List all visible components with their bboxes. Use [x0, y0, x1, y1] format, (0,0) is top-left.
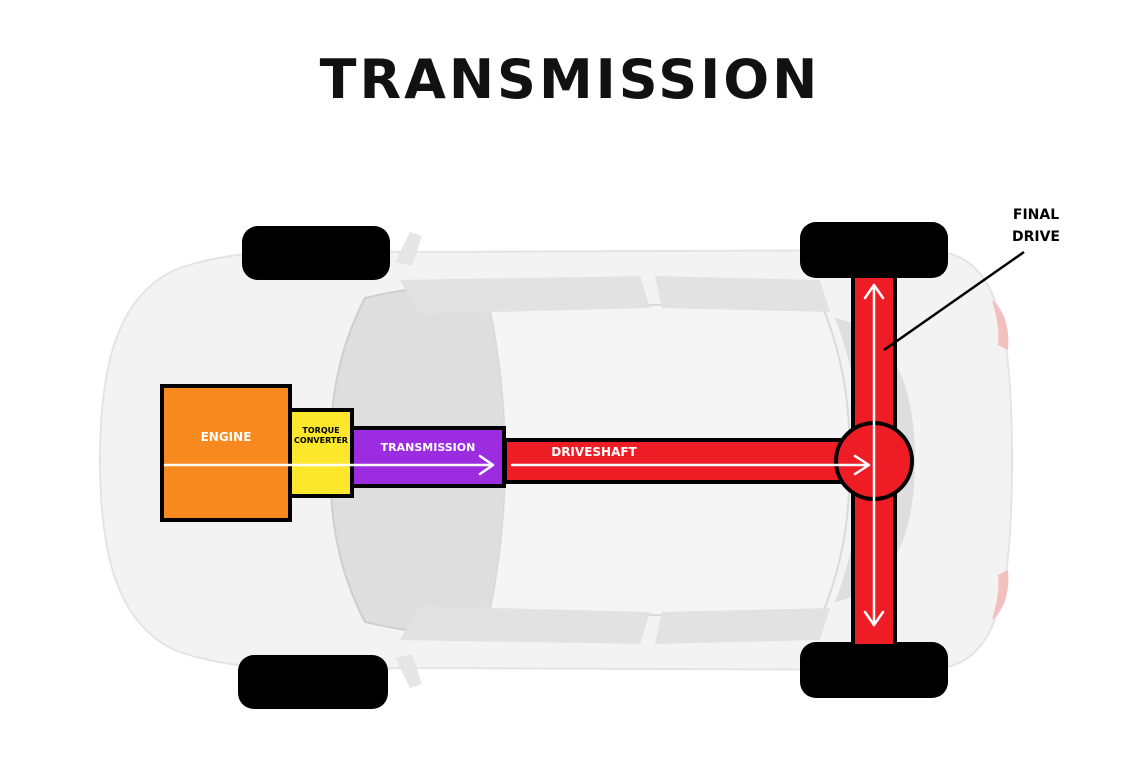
arrow-up-down-icon	[863, 283, 885, 627]
tail-light-top	[992, 300, 1009, 350]
torque-converter-label-line1: TORQUE	[302, 426, 339, 435]
mirror-bottom	[395, 654, 422, 688]
driveshaft-label: DRIVESHAFT	[551, 445, 637, 459]
side-window-bottom-rear	[655, 608, 830, 644]
side-window-top-rear	[655, 276, 830, 312]
transmission-label: TRANSMISSION	[381, 441, 476, 454]
side-window-bottom	[400, 606, 650, 644]
torque-converter-label-line2: CONVERTER	[294, 436, 348, 445]
tire-rear-bottom	[800, 642, 948, 698]
tire-front-top	[242, 226, 390, 280]
arrow-right-icon	[163, 454, 871, 476]
final-drive-label-line1: FINAL	[1013, 207, 1059, 223]
mirror-top	[395, 232, 422, 266]
side-window-top	[400, 276, 650, 314]
final-drive-label-line2: DRIVE	[1012, 229, 1060, 245]
tail-light-bottom	[992, 570, 1009, 620]
page-title: TRANSMISSION	[319, 48, 821, 111]
tire-front-bottom	[238, 655, 388, 709]
engine-block	[160, 384, 292, 522]
driveshaft	[503, 438, 852, 484]
engine-label: ENGINE	[201, 430, 252, 444]
torque-converter-block	[288, 408, 354, 498]
transmission-block	[350, 426, 506, 488]
tire-rear-top	[800, 222, 948, 278]
final-drive-callout-line	[883, 250, 1025, 352]
